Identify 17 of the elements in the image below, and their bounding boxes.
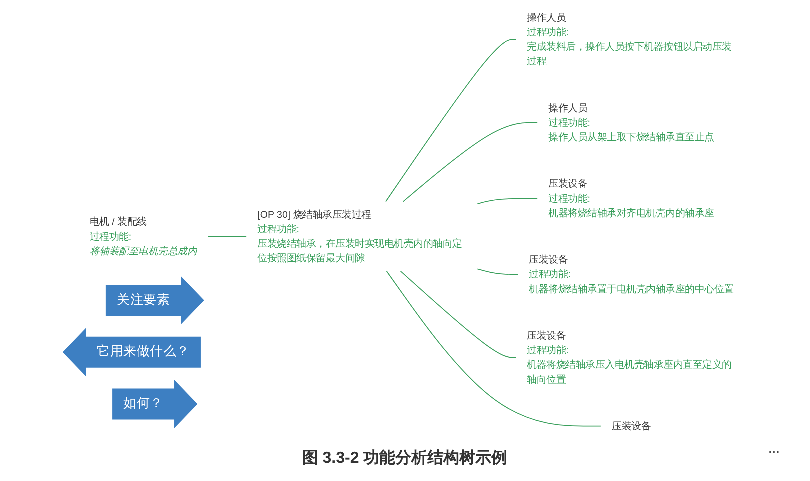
figure-caption: 图 3.3-2 功能分析结构树示例 [302, 448, 508, 469]
connector [400, 270, 516, 358]
node-text: 操作人员 过程功能: 操作人员从架上取下烧结轴承直至止点 [548, 102, 714, 143]
connector [402, 122, 538, 202]
connector [477, 268, 519, 276]
connector [208, 236, 248, 238]
connector [477, 198, 538, 205]
node-text: 压装设备 过程功能: 机器将烧结轴承对齐电机壳内的轴承座 [548, 178, 714, 219]
node-text: 电机 / 装配线 过程功能: 将轴装配至电机壳总成内 [90, 216, 198, 256]
connector [385, 39, 516, 202]
node-text: 压装设备 过程功能: 机器将烧结轴承压入电机壳轴承座内直至定义的轴向位置 [527, 330, 732, 385]
node-text: 压装设备 过程功能: 机器将烧结轴承置于电机壳内轴承座的中心位置 [529, 254, 734, 294]
connector [386, 270, 602, 427]
node-text: [OP 30] 烧结轴承压装过程 过程功能: 压装烧结轴承，在压装时实现电机壳内的轴向定位按照图纸保留最大间隙 [258, 208, 462, 264]
node-text: 操作人员 过程功能: 完成装料后，操作人员按下机器按钮以启动压装过程 [527, 12, 732, 67]
node-text: 压装设备 [612, 420, 652, 432]
ellipsis-note: ... [768, 440, 780, 456]
